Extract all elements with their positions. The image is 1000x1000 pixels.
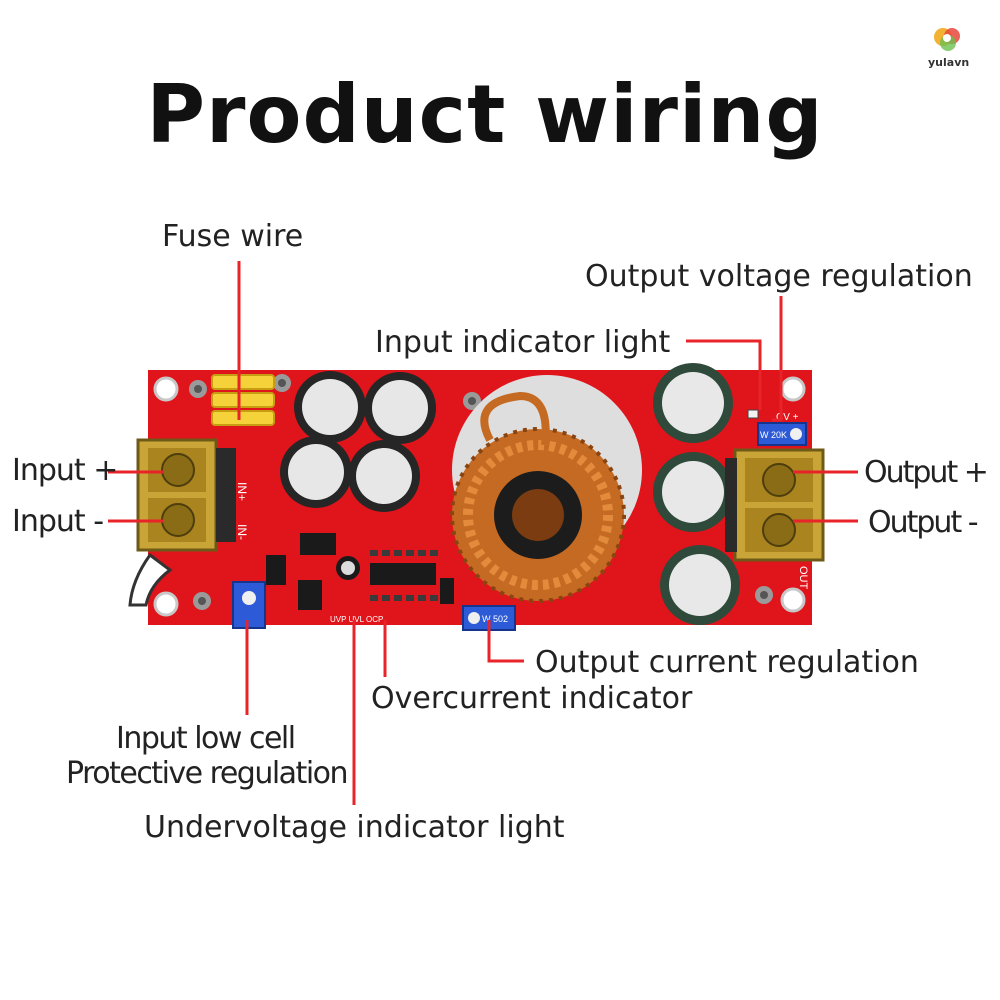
board-marking-out: OUT (797, 566, 809, 590)
control-ics (266, 533, 454, 610)
pointer-input-indicator-light (686, 339, 762, 410)
output-terminal-block (725, 448, 825, 562)
output-capacitors (653, 363, 740, 625)
label-undervoltage-indicator-light: Undervoltage indicator light (144, 810, 565, 845)
label-input-indicator-light: Input indicator light (375, 325, 671, 360)
board-marking-cv: CV + (776, 412, 799, 423)
label-fuse-wire: Fuse wire (162, 219, 304, 254)
toroidal-inductor (450, 391, 626, 603)
fuse-wires (211, 374, 275, 426)
board-marking-in-minus: IN- (235, 524, 249, 540)
label-input-low-cell-line2: Protective regulation (66, 756, 349, 791)
pointer-output-current-regulation (487, 620, 524, 663)
label-input-plus: Input + (12, 453, 118, 488)
page-title: Product wiring (146, 68, 824, 161)
brand-logo: yulavn (928, 24, 970, 69)
brand-name: yulavn (928, 56, 970, 69)
pot-voltage-marking: W 20K (760, 430, 787, 440)
board-marking-in-plus: IN+ (235, 482, 249, 501)
label-overcurrent-indicator: Overcurrent indicator (371, 681, 693, 716)
pointer-lines (108, 261, 858, 805)
label-output-voltage-regulation: Output voltage regulation (585, 259, 973, 294)
fan-connector (128, 552, 173, 607)
input-terminal-block (136, 438, 236, 552)
output-voltage-pot: W 20K (757, 422, 807, 446)
brand-logo-icon (934, 28, 960, 51)
input-capacitors (280, 371, 436, 512)
label-output-plus: Output + (864, 455, 989, 490)
label-input-minus: Input - (12, 504, 104, 539)
input-low-cell-pot (232, 581, 266, 629)
smd-components (370, 550, 438, 601)
label-input-low-cell-line1: Input low cell (116, 721, 296, 756)
input-indicator-led (747, 409, 759, 419)
label-output-minus: Output - (868, 505, 979, 540)
pointer-output-voltage-regulation (772, 296, 783, 422)
mounting-holes (153, 376, 806, 617)
label-output-current-regulation: Output current regulation (535, 645, 919, 680)
pot-current-marking: W 502 (482, 614, 508, 624)
board-marking-leds: UVP UVL OCP (330, 615, 383, 624)
screws (189, 374, 773, 610)
